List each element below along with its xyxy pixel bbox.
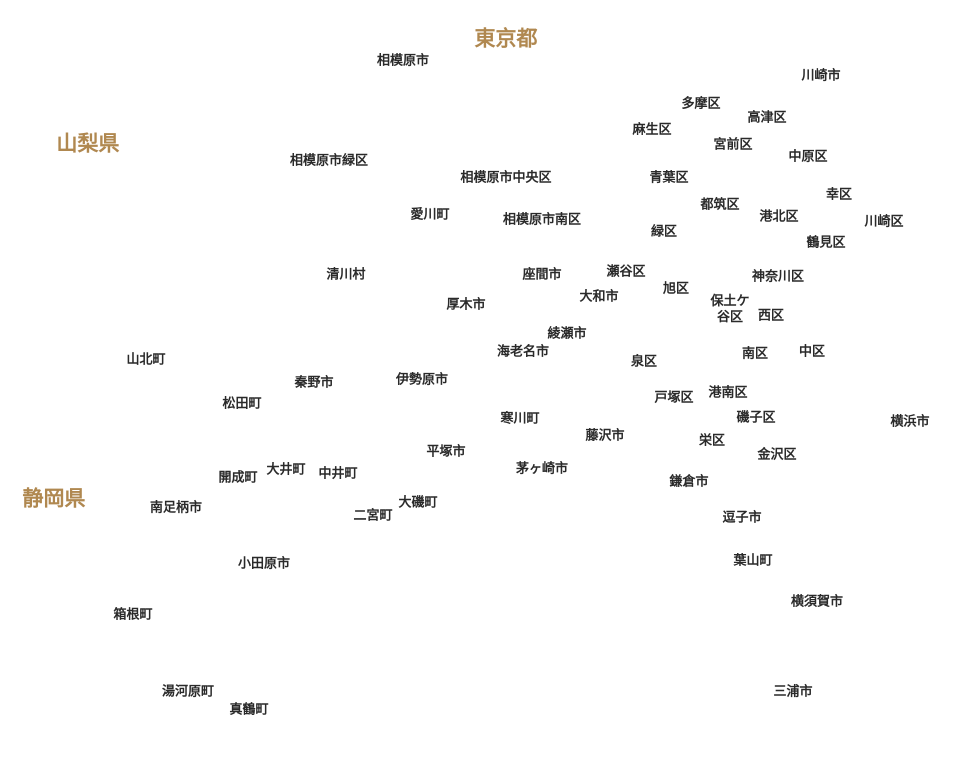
- place-label-miura[interactable]: 三浦市: [773, 684, 813, 700]
- place-label-manazuru[interactable]: 真鶴町: [229, 702, 269, 718]
- place-label-yamakita[interactable]: 山北町: [126, 352, 166, 368]
- prefecture-label-yamanashi: 山梨県: [56, 131, 120, 156]
- place-label-izumi-ku[interactable]: 泉区: [630, 354, 658, 370]
- place-label-isehara[interactable]: 伊勢原市: [395, 372, 449, 388]
- place-label-hayama[interactable]: 葉山町: [733, 553, 773, 569]
- place-label-nakai[interactable]: 中井町: [318, 466, 358, 482]
- place-label-konan-ku[interactable]: 港南区: [708, 385, 748, 401]
- place-label-aikawa[interactable]: 愛川町: [410, 207, 450, 223]
- place-label-kanazawa-ku[interactable]: 金沢区: [757, 447, 797, 463]
- place-label-miyamae-ku[interactable]: 宮前区: [713, 137, 753, 153]
- place-label-naka-ku[interactable]: 中区: [798, 344, 826, 360]
- place-label-hiratsuka[interactable]: 平塚市: [426, 444, 466, 460]
- place-label-kawasaki-ku[interactable]: 川崎区: [864, 214, 904, 230]
- place-label-seya-ku[interactable]: 瀬谷区: [606, 264, 646, 280]
- prefecture-label-shizuoka: 静岡県: [22, 486, 86, 511]
- place-label-hodogaya-line-2: 谷区: [716, 310, 744, 325]
- place-label-nakahara-ku[interactable]: 中原区: [788, 149, 828, 165]
- place-label-kanagawa-ku[interactable]: 神奈川区: [751, 269, 805, 285]
- place-label-minamiashigara[interactable]: 南足柄市: [149, 500, 203, 516]
- place-label-asao-ku[interactable]: 麻生区: [632, 122, 672, 138]
- place-label-ebina[interactable]: 海老名市: [496, 344, 550, 360]
- place-label-isogo-ku[interactable]: 磯子区: [736, 410, 776, 426]
- place-label-tsuzuki-ku[interactable]: 都筑区: [700, 197, 740, 213]
- place-label-zama[interactable]: 座間市: [522, 267, 562, 283]
- place-label-yokohama[interactable]: 横浜市: [890, 414, 930, 430]
- place-label-hadano[interactable]: 秦野市: [294, 375, 334, 391]
- place-label-yokosuka[interactable]: 横須賀市: [790, 594, 844, 610]
- prefecture-label-tokyo: 東京都: [474, 26, 538, 51]
- place-label-tsurumi-ku[interactable]: 鶴見区: [806, 235, 846, 251]
- place-label-sagamihara-midori[interactable]: 相模原市緑区: [289, 153, 369, 169]
- place-label-minami-ku[interactable]: 南区: [741, 346, 769, 362]
- place-label-oiso[interactable]: 大磯町: [398, 495, 438, 511]
- place-label-tama-ku[interactable]: 多摩区: [681, 96, 721, 112]
- place-label-odawara[interactable]: 小田原市: [237, 556, 291, 572]
- place-label-ayase[interactable]: 綾瀬市: [547, 326, 587, 342]
- place-label-totsuka-ku[interactable]: 戸塚区: [654, 390, 694, 406]
- place-label-sagamihara-chuo[interactable]: 相模原市中央区: [460, 170, 552, 186]
- place-label-nishi-ku[interactable]: 西区: [757, 308, 785, 324]
- place-label-yamato[interactable]: 大和市: [579, 289, 619, 305]
- place-label-sagamihara-minami[interactable]: 相模原市南区: [502, 212, 582, 228]
- place-label-asahi-ku[interactable]: 旭区: [662, 281, 690, 297]
- place-label-saiwai-ku[interactable]: 幸区: [825, 187, 853, 203]
- place-label-kiyokawa[interactable]: 清川村: [326, 267, 366, 283]
- place-label-zushi[interactable]: 逗子市: [722, 510, 762, 526]
- place-label-kamakura[interactable]: 鎌倉市: [669, 474, 709, 490]
- place-label-kohoku-ku[interactable]: 港北区: [759, 209, 799, 225]
- place-label-matsuda[interactable]: 松田町: [222, 396, 262, 412]
- place-label-fujisawa[interactable]: 藤沢市: [585, 428, 625, 444]
- place-label-hakone[interactable]: 箱根町: [113, 607, 153, 623]
- place-label-sakae-ku[interactable]: 栄区: [698, 433, 726, 449]
- place-label-kawasaki-shi[interactable]: 川崎市: [801, 68, 841, 84]
- place-label-samukawa[interactable]: 寒川町: [500, 411, 540, 427]
- place-label-hodogaya-ku[interactable]: 保土ケ 谷区: [710, 294, 749, 327]
- place-label-yugawara[interactable]: 湯河原町: [161, 684, 215, 700]
- place-label-oi[interactable]: 大井町: [266, 462, 306, 478]
- place-label-atsugi[interactable]: 厚木市: [446, 297, 486, 313]
- place-label-chigasaki[interactable]: 茅ヶ崎市: [515, 461, 569, 477]
- place-label-ninomiya[interactable]: 二宮町: [353, 508, 393, 524]
- place-label-sagamihara[interactable]: 相模原市: [376, 53, 430, 69]
- place-label-aoba-ku[interactable]: 青葉区: [649, 170, 689, 186]
- place-label-takatsu-ku[interactable]: 高津区: [747, 110, 787, 126]
- place-label-hodogaya-line-1: 保土ケ: [710, 293, 750, 309]
- place-label-kaisei[interactable]: 開成町: [218, 470, 258, 486]
- place-label-midori-ku[interactable]: 緑区: [650, 224, 678, 240]
